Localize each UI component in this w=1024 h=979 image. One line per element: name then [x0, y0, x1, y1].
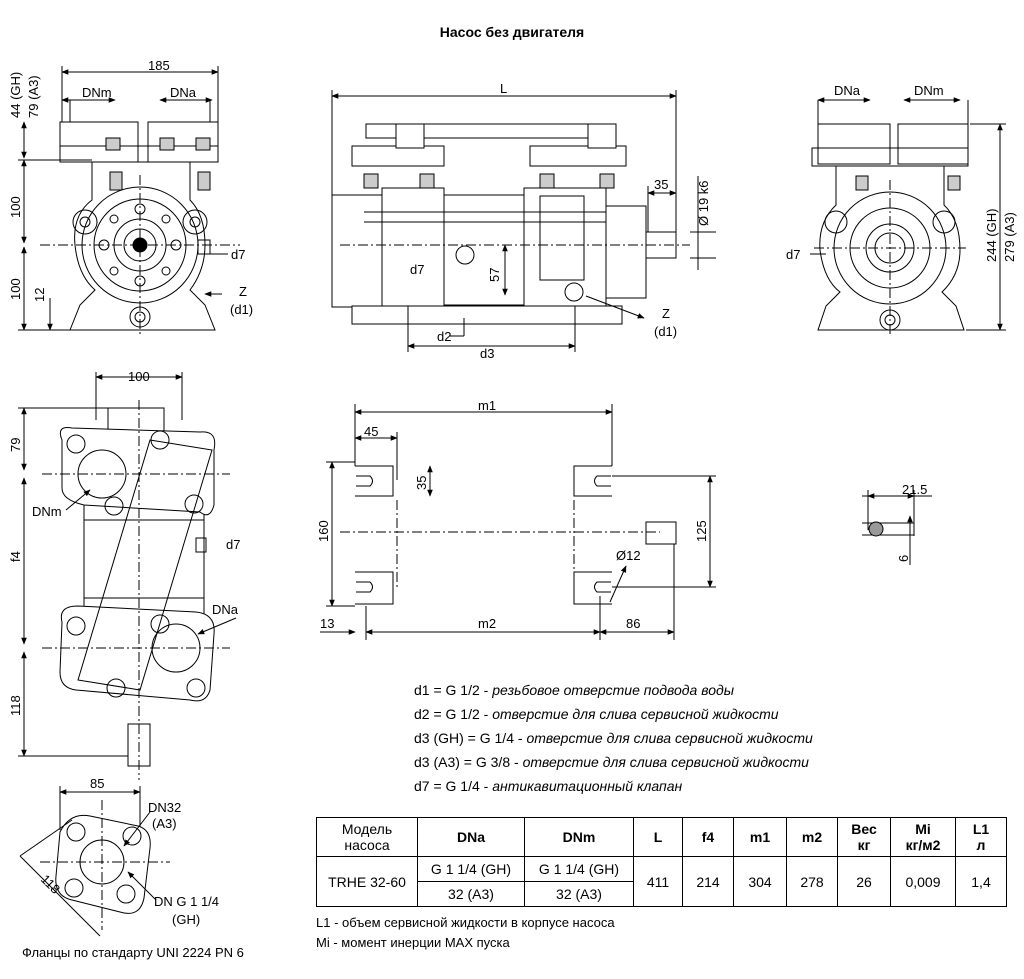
label-d1-side: (d1) — [654, 324, 677, 339]
dim-dna-front: DNa — [170, 85, 197, 100]
dim-79-a3: 79 (A3) — [26, 75, 41, 118]
note-d1: d1 = G 1/2 - резьбовое отверстие подвода… — [414, 682, 735, 698]
label-dn32: DN32 — [148, 800, 181, 815]
label-dn32-sub: (A3) — [152, 816, 177, 831]
spec-row-a3: 32 (A3) 32 (A3) — [317, 881, 1007, 907]
note-d2: d2 = G 1/2 - отверстие для слива сервисн… — [414, 706, 779, 722]
header-l: L — [633, 817, 683, 857]
dim-flange-85: 85 — [90, 776, 104, 791]
dim-57: 57 — [487, 268, 502, 282]
label-d1-front: (d1) — [230, 302, 253, 317]
side-view — [331, 90, 716, 352]
dim-79-top: 79 — [8, 438, 23, 452]
dim-dna-rear: DNa — [834, 83, 861, 98]
dim-l: L — [500, 81, 507, 96]
dim-6: 6 — [896, 555, 911, 562]
dim-shaft: Ø 19 k6 — [696, 180, 711, 226]
label-dn-g-sub: (GH) — [172, 912, 200, 927]
label-dn-g: DN G 1 1/4 — [154, 894, 219, 909]
dim-f4: f4 — [8, 551, 23, 562]
dim-13: 13 — [320, 616, 334, 631]
dim-dnm-front: DNm — [82, 85, 112, 100]
dim-44-gh: 44 (GH) — [8, 72, 23, 118]
dim-125: 125 — [694, 520, 709, 542]
front-view — [18, 66, 240, 335]
dim-dnm-rear: DNm — [914, 83, 944, 98]
cell-l1: 1,4 — [955, 856, 1007, 907]
rear-view — [810, 97, 1006, 336]
dim-100-top: 100 — [128, 369, 150, 384]
label-dnm-top: DNm — [32, 504, 62, 519]
cell-weight: 26 — [837, 856, 891, 907]
label-d3: d3 — [480, 346, 494, 361]
dim-185: 185 — [148, 58, 170, 73]
note-d7: d7 = G 1/4 - антикавитационный клапан — [414, 778, 683, 794]
dim-21-5: 21.5 — [902, 482, 927, 497]
dim-m1: m1 — [478, 398, 496, 413]
label-d7-side: d7 — [410, 262, 424, 277]
cell-mi: 0,009 — [890, 856, 956, 907]
header-dnm: DNm — [524, 817, 634, 857]
footnote-mi: Mi - момент инерции MAX пуска — [316, 935, 510, 950]
dim-35-foot: 35 — [414, 476, 429, 490]
cell-l: 411 — [633, 856, 683, 907]
cell-model: TRHE 32-60 — [316, 856, 418, 907]
label-z-side: Z — [662, 306, 670, 321]
cell-m1: 304 — [733, 856, 787, 907]
dim-118-top: 118 — [8, 695, 23, 716]
flange-detail — [19, 786, 170, 937]
dim-12: 12 — [32, 288, 47, 302]
dim-45: 45 — [364, 424, 378, 439]
cell-f4: 214 — [682, 856, 734, 907]
dim-279-a3: 279 (A3) — [1002, 212, 1017, 262]
header-m1: m1 — [733, 817, 787, 857]
note-d3-gh: d3 (GH) = G 1/4 - отверстие для слива се… — [414, 730, 813, 746]
dim-m2: m2 — [478, 616, 496, 631]
label-d7-front: d7 — [231, 247, 245, 262]
dim-35-side: 35 — [654, 177, 668, 192]
dim-160: 160 — [316, 520, 331, 542]
footnote-l1: L1 - объем сервисной жидкости в корпусе … — [316, 915, 615, 930]
label-d7-rear: d7 — [786, 247, 800, 262]
dim-100-lower: 100 — [8, 278, 23, 300]
dim-hole-12: Ø12 — [616, 548, 641, 563]
spec-row: TRHE 32-60 G 1 1/4 (GH) G 1 1/4 (GH) 411… — [316, 856, 1007, 907]
label-d7-top: d7 — [226, 537, 240, 552]
thread-notes: d1 = G 1/2 - резьбовое отверстие подвода… — [414, 678, 813, 798]
cell-m2: 278 — [786, 856, 838, 907]
slot-detail — [862, 490, 932, 565]
cell-dnm-gh: G 1 1/4 (GH) — [524, 856, 634, 882]
header-f4: f4 — [682, 817, 734, 857]
note-d3-a3: d3 (A3) = G 3/8 - отверстие для слива се… — [414, 754, 809, 770]
dim-100-upper: 100 — [8, 196, 23, 218]
cell-dnm-a3: 32 (A3) — [524, 881, 634, 907]
cell-dna-a3: 32 (A3) — [417, 881, 525, 907]
header-dna: DNa — [417, 817, 525, 857]
dim-86: 86 — [626, 616, 640, 631]
label-dna-top: DNa — [212, 602, 239, 617]
footprint-view — [320, 404, 716, 640]
drawing-title: Насос без двигателя — [439, 24, 585, 40]
header-m2: m2 — [786, 817, 838, 857]
table-footnotes: L1 - объем сервисной жидкости в корпусе … — [316, 913, 615, 953]
flange-standard-note: Фланцы по стандарту UNI 2224 PN 6 — [22, 945, 244, 960]
label-z-front: Z — [239, 284, 247, 299]
top-view — [18, 372, 237, 780]
dim-244-gh: 244 (GH) — [984, 209, 999, 262]
label-d2: d2 — [437, 329, 451, 344]
cell-dna-gh: G 1 1/4 (GH) — [417, 856, 525, 882]
